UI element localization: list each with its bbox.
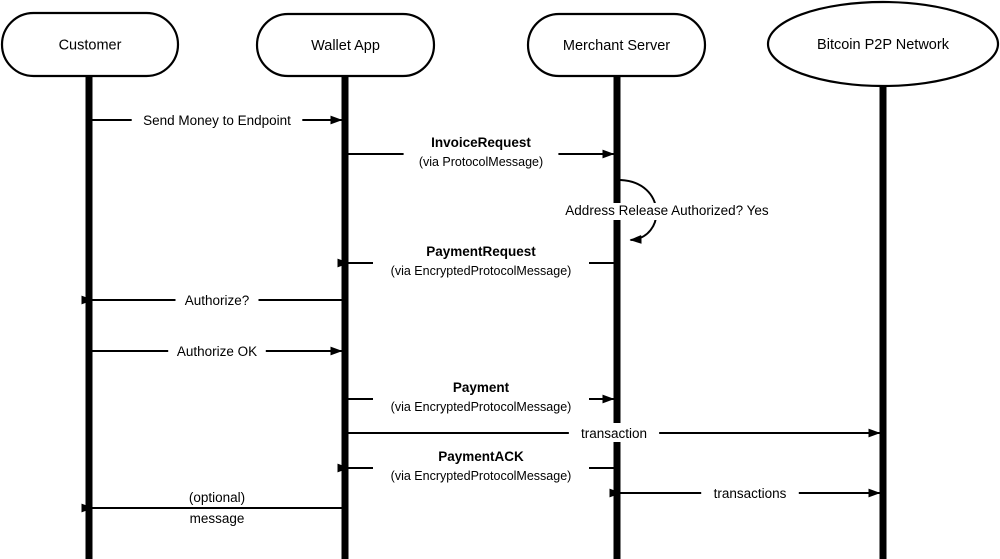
message-label-optional-message: (optional) bbox=[189, 490, 245, 505]
message-label-backdrop-address-release-authorized bbox=[556, 203, 778, 220]
message-invoice-request[interactable]: InvoiceRequest (via ProtocolMessage) bbox=[348, 132, 615, 171]
message-label-backdrop-payment-request bbox=[414, 241, 548, 260]
actor-shape-ellipse-bitcoin-p2p-network bbox=[766, 0, 1000, 88]
actors-group: Customer Wallet App Merchant Server Bitcoin… bbox=[0, 0, 1000, 88]
message-send-money-to-endpoint[interactable]: Send Money to Endpoint bbox=[92, 110, 343, 129]
message-label-transaction: transaction bbox=[581, 426, 647, 441]
message-sublabel-payment: (via EncryptedProtocolMessage) bbox=[391, 400, 572, 414]
message-sublabel-backdrop-payment-ack bbox=[373, 466, 589, 485]
message-label-backdrop-send-money-to-endpoint bbox=[131, 110, 303, 129]
message-sublabel-backdrop-optional-message bbox=[186, 509, 248, 528]
message-authorize-ok[interactable]: Authorize OK bbox=[92, 341, 343, 360]
message-label-authorize-question: Authorize? bbox=[185, 293, 250, 308]
message-sublabel-optional-message: message bbox=[190, 511, 245, 526]
message-label-backdrop-transactions bbox=[701, 483, 799, 502]
message-label-authorize-ok: Authorize OK bbox=[177, 344, 257, 359]
actor-shape-rounded-wallet-app bbox=[255, 12, 436, 78]
message-address-release-authorized[interactable]: Address Release Authorized? Yes bbox=[556, 179, 778, 244]
actor-label-merchant-server: Merchant Server bbox=[563, 38, 670, 54]
actor-label-wallet-app: Wallet App bbox=[311, 38, 380, 54]
message-sublabel-invoice-request: (via ProtocolMessage) bbox=[419, 155, 543, 169]
message-sublabel-backdrop-payment bbox=[373, 397, 589, 416]
message-label-send-money-to-endpoint: Send Money to Endpoint bbox=[143, 113, 291, 128]
message-label-payment-ack: PaymentACK bbox=[438, 449, 524, 464]
message-label-payment-request: PaymentRequest bbox=[426, 244, 536, 259]
message-optional-message[interactable]: (optional) message bbox=[81, 487, 342, 528]
actor-merchant-server[interactable]: Merchant Server bbox=[526, 12, 707, 78]
actor-shape-rounded-customer bbox=[0, 11, 180, 78]
message-transactions[interactable]: transactions bbox=[609, 483, 881, 502]
message-payment-request[interactable]: PaymentRequest (via EncryptedProtocolMess… bbox=[337, 241, 614, 280]
actor-label-customer: Customer bbox=[59, 37, 122, 53]
message-authorize-question[interactable]: Authorize? bbox=[81, 290, 342, 309]
actor-wallet-app[interactable]: Wallet App bbox=[255, 12, 436, 78]
message-sublabel-payment-ack: (via EncryptedProtocolMessage) bbox=[391, 469, 572, 483]
message-payment[interactable]: Payment (via EncryptedProtocolMessage) bbox=[348, 377, 615, 416]
message-payment-ack[interactable]: PaymentACK (via EncryptedProtocolMessage) bbox=[337, 446, 614, 485]
actor-customer[interactable]: Customer bbox=[0, 11, 180, 78]
actor-label-bitcoin-p2p-network: Bitcoin P2P Network bbox=[817, 37, 950, 53]
message-label-backdrop-transaction bbox=[568, 423, 660, 442]
message-sublabel-backdrop-payment-request bbox=[373, 261, 589, 280]
lifelines-group bbox=[85, 74, 887, 559]
message-label-backdrop-invoice-request bbox=[414, 132, 548, 151]
message-label-invoice-request: InvoiceRequest bbox=[431, 135, 531, 150]
message-label-backdrop-authorize-ok bbox=[168, 341, 266, 360]
message-sublabel-backdrop-invoice-request bbox=[403, 152, 559, 171]
message-label-backdrop-payment bbox=[444, 377, 518, 396]
message-sublabel-payment-request: (via EncryptedProtocolMessage) bbox=[391, 264, 572, 278]
message-label-backdrop-payment-ack bbox=[432, 446, 530, 465]
message-label-backdrop-authorize-question bbox=[175, 290, 259, 309]
message-label-payment: Payment bbox=[453, 380, 510, 395]
message-label-backdrop-optional-message bbox=[175, 487, 259, 506]
message-label-transactions: transactions bbox=[714, 486, 787, 501]
message-label-address-release-authorized: Address Release Authorized? Yes bbox=[565, 203, 769, 218]
message-transaction[interactable]: transaction bbox=[348, 423, 881, 442]
actor-bitcoin-p2p-network[interactable]: Bitcoin P2P Network bbox=[766, 0, 1000, 88]
actor-shape-rounded-merchant-server bbox=[526, 12, 707, 78]
